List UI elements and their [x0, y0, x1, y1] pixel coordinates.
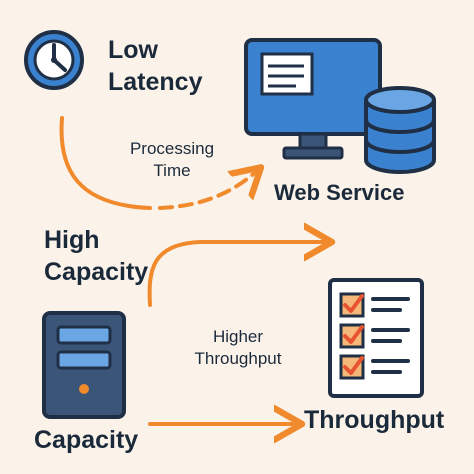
- high-capacity-line2: Capacity: [44, 258, 149, 286]
- monitor-icon: [244, 38, 382, 160]
- high-capacity-line1: High: [44, 226, 100, 254]
- server-icon: [42, 311, 126, 419]
- database-icon: [364, 86, 436, 174]
- throughput-label: Throughput: [304, 406, 445, 434]
- capacity-arrow: [147, 242, 328, 307]
- low-latency-label: Low Latency: [108, 34, 202, 98]
- low-latency-line2: Latency: [108, 68, 203, 96]
- high-capacity-label: High Capacity: [44, 224, 148, 288]
- checklist-icon: [328, 278, 424, 398]
- higher-throughput-label: Higher Throughput: [168, 326, 308, 370]
- capacity-label: Capacity: [34, 426, 139, 454]
- web-service-label: Web Service: [274, 180, 405, 205]
- higher-throughput-line2: Throughput: [194, 349, 282, 368]
- low-latency-line1: Low: [108, 36, 158, 64]
- higher-throughput-line1: Higher: [212, 327, 264, 346]
- processing-time-line1: Processing: [129, 139, 215, 158]
- clock-icon: [24, 30, 84, 90]
- processing-time-label: Processing Time: [112, 138, 232, 182]
- processing-time-line2: Time: [153, 161, 191, 180]
- latency-arrow: [59, 116, 258, 210]
